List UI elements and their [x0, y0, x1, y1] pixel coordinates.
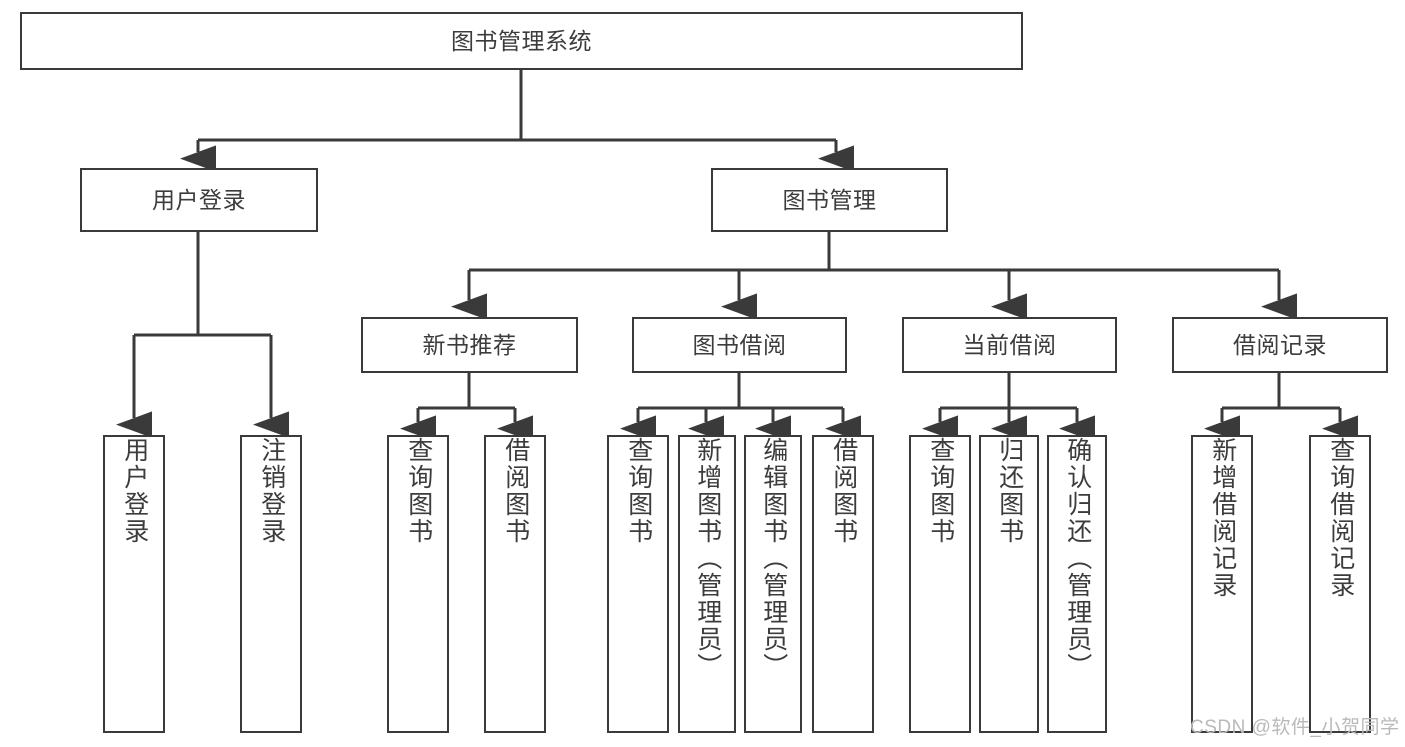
node-label: 查询图书	[926, 437, 955, 545]
leaf-query-borrow-record[interactable]: 查询借阅记录	[1309, 435, 1371, 733]
node-label: 用户登录	[120, 437, 149, 545]
node-label: 确认归还（管理员）	[1063, 437, 1092, 680]
node-label: 图书管理系统	[451, 27, 592, 54]
node-label: 查询图书	[404, 437, 433, 545]
leaf-add-book-admin[interactable]: 新增图书（管理员）	[678, 435, 736, 733]
node-new-book-recommend[interactable]: 新书推荐	[361, 317, 578, 373]
node-label: 注销登录	[257, 437, 286, 545]
leaf-return-book[interactable]: 归还图书	[979, 435, 1039, 733]
leaf-borrow-book-recommend[interactable]: 借阅图书	[484, 435, 546, 733]
node-label: 图书借阅	[692, 331, 787, 358]
leaf-query-book-borrow[interactable]: 查询图书	[607, 435, 669, 733]
leaf-query-book-recommend[interactable]: 查询图书	[387, 435, 449, 733]
watermark-text: CSDN @软件_小贺同学	[1190, 717, 1400, 738]
leaf-logout[interactable]: 注销登录	[240, 435, 302, 733]
leaf-borrow-book[interactable]: 借阅图书	[812, 435, 874, 733]
node-label: 查询借阅记录	[1326, 437, 1355, 599]
node-label: 新增借阅记录	[1208, 437, 1237, 599]
leaf-edit-book-admin[interactable]: 编辑图书（管理员）	[744, 435, 802, 733]
node-borrow-record[interactable]: 借阅记录	[1172, 317, 1388, 373]
node-label: 用户登录	[152, 186, 246, 213]
node-root-system[interactable]: 图书管理系统	[20, 12, 1023, 70]
leaf-user-login[interactable]: 用户登录	[103, 435, 165, 733]
node-book-management[interactable]: 图书管理	[711, 168, 948, 232]
node-label: 当前借阅	[962, 331, 1057, 358]
node-current-borrow[interactable]: 当前借阅	[902, 317, 1117, 373]
leaf-query-book-current[interactable]: 查询图书	[909, 435, 971, 733]
node-label: 借阅图书	[501, 437, 530, 545]
node-label: 借阅图书	[829, 437, 858, 545]
node-label: 新增图书（管理员）	[693, 437, 722, 680]
node-label: 归还图书	[995, 437, 1024, 545]
node-label: 借阅记录	[1233, 331, 1327, 358]
node-book-borrow[interactable]: 图书借阅	[632, 317, 847, 373]
leaf-confirm-return-admin[interactable]: 确认归还（管理员）	[1047, 435, 1107, 733]
node-user-login[interactable]: 用户登录	[80, 168, 318, 232]
node-label: 图书管理	[782, 186, 877, 213]
leaf-add-borrow-record[interactable]: 新增借阅记录	[1191, 435, 1253, 733]
node-label: 查询图书	[624, 437, 653, 545]
node-label: 新书推荐	[422, 331, 517, 358]
node-label: 编辑图书（管理员）	[759, 437, 788, 680]
